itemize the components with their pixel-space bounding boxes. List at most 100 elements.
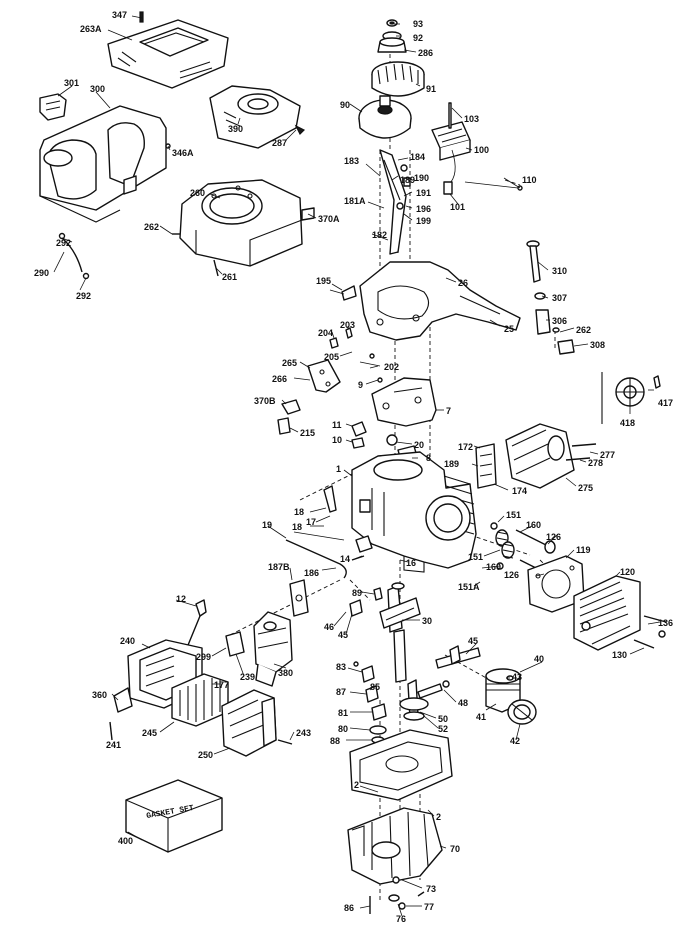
- callout-203: 203: [340, 320, 355, 330]
- governor-control-lever: [307, 359, 341, 393]
- callout-labels: 347 263A 93 92 286 91 301 300 390 287 90…: [34, 10, 673, 924]
- callout-16: 16: [406, 558, 416, 568]
- callout-370B: 370B: [254, 396, 276, 406]
- callout-151A: 151A: [458, 582, 480, 592]
- carb-gasket-239: [225, 631, 245, 657]
- flywheel-nut: [386, 19, 398, 27]
- sump-screws: [369, 876, 425, 914]
- callout-12: 12: [176, 594, 186, 604]
- callout-41: 41: [476, 712, 486, 722]
- valve-lifters-48: [417, 680, 450, 699]
- sump: [347, 807, 443, 885]
- control-plate: [359, 261, 521, 341]
- callout-243: 243: [296, 728, 311, 738]
- callout-48: 48: [458, 698, 468, 708]
- fuel-tank-shroud: [39, 105, 171, 223]
- callout-204: 204: [318, 328, 333, 338]
- callout-93: 93: [413, 19, 423, 29]
- callout-292-lower: 292: [76, 291, 91, 301]
- flywheel: [358, 95, 412, 139]
- callout-14: 14: [340, 554, 350, 564]
- callout-25: 25: [504, 324, 514, 334]
- callout-101: 101: [450, 202, 465, 212]
- ignition-module: [431, 121, 471, 195]
- camshaft-45: [435, 645, 481, 669]
- callout-260: 260: [190, 188, 205, 198]
- cylinder-block: [351, 451, 477, 573]
- cylinder-head: [573, 575, 667, 651]
- callout-286: 286: [418, 48, 433, 58]
- callout-88: 88: [330, 736, 340, 746]
- air-cleaner-body: [209, 85, 306, 149]
- callout-184: 184: [410, 152, 425, 162]
- choke-clip: [277, 399, 301, 435]
- callout-266: 266: [272, 374, 287, 384]
- callout-126-lower: 126: [504, 570, 519, 580]
- callout-310: 310: [552, 266, 567, 276]
- callout-91: 91: [426, 84, 436, 94]
- callout-418: 418: [620, 418, 635, 428]
- callout-301: 301: [64, 78, 79, 88]
- callout-130: 130: [612, 650, 627, 660]
- callout-103: 103: [464, 114, 479, 124]
- air-cleaner-cover-250: [221, 689, 277, 757]
- callout-275: 275: [578, 483, 593, 493]
- callout-196: 196: [416, 204, 431, 214]
- callout-417: 417: [658, 398, 673, 408]
- callout-50: 50: [438, 714, 448, 724]
- callout-172: 172: [458, 442, 473, 452]
- callout-195: 195: [316, 276, 331, 286]
- callout-189: 189: [400, 175, 415, 185]
- ignition-screw: [448, 102, 452, 129]
- callout-261: 261: [222, 272, 237, 282]
- callout-182: 182: [372, 230, 387, 240]
- callout-19: 19: [262, 520, 272, 530]
- callout-90: 90: [340, 100, 350, 110]
- callout-110: 110: [522, 175, 537, 185]
- callout-52: 52: [438, 724, 448, 734]
- fuel-cap: [39, 93, 67, 121]
- camshaft-50: [399, 679, 429, 721]
- callout-18-lower: 18: [292, 522, 302, 532]
- retainer-417-418: [601, 372, 661, 424]
- callout-80: 80: [338, 724, 348, 734]
- callout-18-upper: 18: [294, 507, 304, 517]
- callout-46: 46: [324, 622, 334, 632]
- filter-screws: [109, 721, 293, 745]
- callout-183: 183: [344, 156, 359, 166]
- callout-9: 9: [358, 380, 363, 390]
- air-cleaner-cover: [107, 11, 229, 89]
- callout-2-left: 2: [354, 780, 359, 790]
- starter-cup: [377, 31, 407, 53]
- callout-73: 73: [426, 884, 436, 894]
- dipstick-tube: [526, 240, 575, 355]
- flywheel-fan: [371, 61, 425, 97]
- fuel-line: [58, 232, 90, 280]
- callout-87: 87: [336, 687, 346, 697]
- callout-40: 40: [534, 654, 544, 664]
- callout-43: 43: [512, 672, 522, 682]
- callout-189-lower: 189: [444, 459, 459, 469]
- callout-45-right: 45: [468, 636, 478, 646]
- callout-81: 81: [338, 708, 348, 718]
- callout-85: 85: [370, 682, 380, 692]
- carb-gasket-187B: [289, 579, 309, 617]
- callout-92: 92: [413, 33, 423, 43]
- callout-187B: 187B: [268, 562, 290, 572]
- callout-390: 390: [228, 124, 243, 134]
- callout-278: 278: [588, 458, 603, 468]
- callout-30: 30: [422, 616, 432, 626]
- callout-306: 306: [552, 316, 567, 326]
- callout-160-lower: 160: [486, 562, 501, 572]
- callout-290: 290: [34, 268, 49, 278]
- callout-300: 300: [90, 84, 105, 94]
- gasket-set-box: GASKET SET: [125, 779, 223, 853]
- callout-186: 186: [304, 568, 319, 578]
- callout-100: 100: [474, 145, 489, 155]
- callout-240: 240: [120, 636, 135, 646]
- callout-250: 250: [198, 750, 213, 760]
- governor-gear-parts: [353, 661, 387, 744]
- callout-8: 8: [426, 453, 431, 463]
- connecting-rod-42: [507, 699, 537, 725]
